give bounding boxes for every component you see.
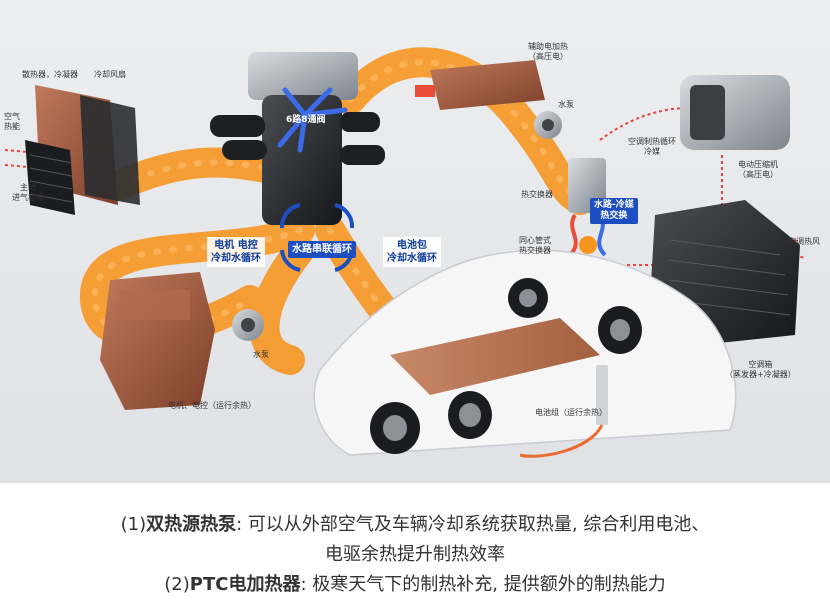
hvac-box-line2: （蒸发器+冷凝器）: [725, 370, 796, 379]
hvac-box-label: 空调箱 （蒸发器+冷凝器）: [725, 360, 796, 380]
aux-heater-line1: 辅助电加热: [528, 42, 568, 51]
compressor-line2: （高压电）: [738, 170, 778, 179]
caption-line1-prefix: (1): [120, 514, 147, 535]
active-grille-label: 主动 进气格栅: [12, 183, 44, 203]
thermal-diagram: 散热器，冷凝器 冷却风扇 空气 热能 主动 进气格栅 6路8通阀 辅助电加热 （…: [0, 0, 830, 483]
valve-label: 6路8通阀: [286, 115, 326, 125]
active-grille-line1: 主动: [20, 183, 36, 192]
battery-loop-line2: 冷却水循环: [387, 253, 437, 264]
radiator-condenser-part: [25, 85, 140, 215]
coaxial-line2: 热交换器: [519, 246, 551, 255]
aux-heater-line2: （高压电）: [528, 52, 568, 61]
motor-controller-part: [100, 272, 215, 410]
car-part: [313, 249, 737, 458]
water-refrigerant-line2: 热交换: [600, 211, 628, 221]
caption-line-1: (1)双热源热泵: 可以从外部空气及车辆冷却系统获取热量, 综合利用电池、: [0, 510, 830, 540]
multiway-valve-part: [210, 52, 385, 225]
water-pump-bottom-part: [232, 309, 264, 341]
motor-loop-tag: 电机 电控 冷却水循环: [207, 237, 265, 267]
caption-line-3: (2)PTC电加热器: 极寒天气下的制热补充, 提供额外的制热能力: [0, 570, 830, 600]
ac-hot-air-label: 空调热风: [788, 237, 820, 246]
coaxial-line1: 同心管式: [519, 236, 551, 245]
heat-exchanger-label: 热交换器: [521, 190, 553, 199]
water-refrigerant-line1: 水路-冷媒: [594, 200, 634, 210]
battery-waste-heat-label: 电池组（运行余热）: [535, 408, 607, 417]
caption-line3-rest: : 极寒天气下的制热补充, 提供额外的制热能力: [300, 574, 666, 595]
cooling-fan-label: 冷却风扇: [94, 70, 126, 79]
aux-heater-part: [415, 60, 545, 110]
motor-loop-line1: 电机 电控: [214, 240, 258, 251]
motor-waste-heat-label: 电机、电控（运行余热）: [168, 401, 256, 410]
ac-loop-label: 空调制热循环 冷媒: [628, 137, 676, 157]
series-loop-tag: 水路串联循环: [288, 241, 356, 258]
caption: (1)双热源热泵: 可以从外部空气及车辆冷却系统获取热量, 综合利用电池、 电驱…: [0, 510, 830, 600]
caption-line1-rest: : 可以从外部空气及车辆冷却系统获取热量, 综合利用电池、: [236, 514, 710, 535]
caption-line3-bold: PTC电加热器: [189, 574, 301, 595]
water-pump-top-part: [534, 111, 562, 139]
caption-line1-bold: 双热源热泵: [146, 514, 237, 535]
radiator-condenser-label: 散热器，冷凝器: [22, 70, 78, 79]
caption-line3-prefix: (2): [164, 574, 190, 595]
water-pump-top-label: 水泵: [558, 100, 574, 109]
compressor-line1: 电动压缩机: [738, 160, 778, 169]
motor-loop-line2: 冷却水循环: [211, 253, 261, 264]
air-heat-line2: 热能: [4, 122, 20, 131]
electric-compressor-part: [680, 75, 790, 150]
ac-loop-line2: 冷媒: [644, 147, 660, 156]
hvac-box-line1: 空调箱: [748, 360, 773, 369]
series-loop-arrows: [279, 203, 355, 272]
air-heat-line1: 空气: [4, 112, 20, 121]
battery-loop-line1: 电池包: [397, 240, 427, 251]
active-grille-line2: 进气格栅: [12, 193, 44, 202]
battery-loop-tag: 电池包 冷却水循环: [383, 237, 441, 267]
water-refrigerant-tag: 水路-冷媒 热交换: [590, 198, 638, 224]
ac-loop-line1: 空调制热循环: [628, 137, 676, 146]
caption-line-2: 电驱余热提升制热效率: [325, 544, 505, 565]
aux-heater-label: 辅助电加热 （高压电）: [528, 42, 568, 62]
coaxial-exchanger-label: 同心管式 热交换器: [519, 236, 551, 256]
air-heat-label: 空气 热能: [4, 112, 20, 132]
flow-lower-loop: [249, 235, 315, 375]
compressor-label: 电动压缩机 （高压电）: [738, 160, 778, 180]
water-pump-bottom-label: 水泵: [253, 350, 269, 359]
